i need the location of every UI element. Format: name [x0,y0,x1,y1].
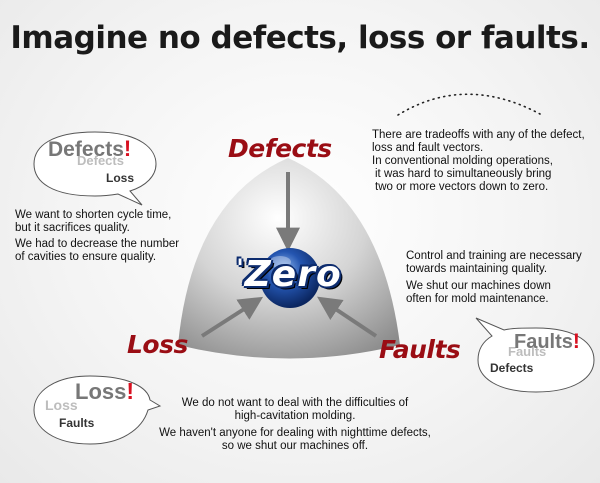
defects-bubble-title: Defects! [48,136,131,162]
headline: Imagine no defects, loss or faults. [10,20,590,56]
faults-note-line: Control and training are necessary [406,250,582,262]
defects-bubble-shape [33,131,157,206]
tradeoffs-line: There are tradeoffs with any of the defe… [372,129,585,141]
zero-triangle-diagram [178,158,400,359]
defects-note: We want to shorten cycle time, but it sa… [15,209,215,264]
zero-logo-text: Zero [244,254,342,295]
defects-exclamation: ! [123,136,132,161]
defects-note-line: We want to shorten cycle time, [15,209,172,221]
faults-bubble-word: Faults [514,331,573,353]
arrow-from-loss [200,296,264,338]
loss-bubble-shape [33,375,162,445]
loss-bubble-title: Loss! [75,378,134,405]
loss-bubble-word: Loss [75,379,127,404]
defects-note-line: We had to decrease the number [15,238,180,250]
loss-note: We do not want to deal with the difficul… [150,397,440,453]
faults-note-line: towards maintaining quality. [406,263,548,275]
loss-note-line: We do not want to deal with the difficul… [181,397,409,409]
defects-bubble-sub: Loss [106,171,135,185]
faults-exclamation: ! [572,330,580,353]
loss-note-line: so we shut our machines off. [221,440,369,452]
zero-logo: 'Zero [214,254,364,295]
zero-logo-mark: ' [236,254,245,282]
tradeoffs-line: it was hard to simultaneously bring [375,168,552,180]
defects-note-line: but it sacrifices quality. [15,222,130,234]
loss-bubble-ghost: Loss [45,397,78,413]
defects-note-line: of cavities to ensure quality. [15,251,157,263]
defects-bubble-word: Defects [48,138,124,161]
faults-bubble-sub: Defects [490,361,534,375]
loss-note-line: We haven't anyone for dealing with night… [159,427,431,439]
faults-bubble-shape [475,317,595,393]
tradeoffs-line: In conventional molding operations, [372,155,553,167]
faults-note-line: often for mold maintenance. [406,293,549,305]
faults-bubble-title: Faults! [514,330,580,354]
loss-bubble-sub: Faults [59,416,95,430]
loss-label: Loss [127,330,188,359]
faults-note-line: We shut our machines down [406,280,551,292]
arrow-from-faults [317,296,378,338]
defects-label: Defects [228,134,332,163]
tradeoffs-line: two or more vectors down to zero. [375,181,549,193]
loss-exclamation: ! [126,378,135,404]
faults-label: Faults [379,335,461,364]
tradeoffs-note: There are tradeoffs with any of the defe… [372,129,594,194]
defects-bubble-ghost: Defects [77,153,124,168]
dotted-arc [397,93,541,116]
faults-note: Control and training are necessary towar… [406,250,596,306]
zero-sphere [260,248,320,308]
loss-note-line: high-cavitation molding. [234,410,356,422]
faults-bubble-ghost: Faults [508,344,547,359]
tradeoffs-line: loss and fault vectors. [372,142,484,154]
